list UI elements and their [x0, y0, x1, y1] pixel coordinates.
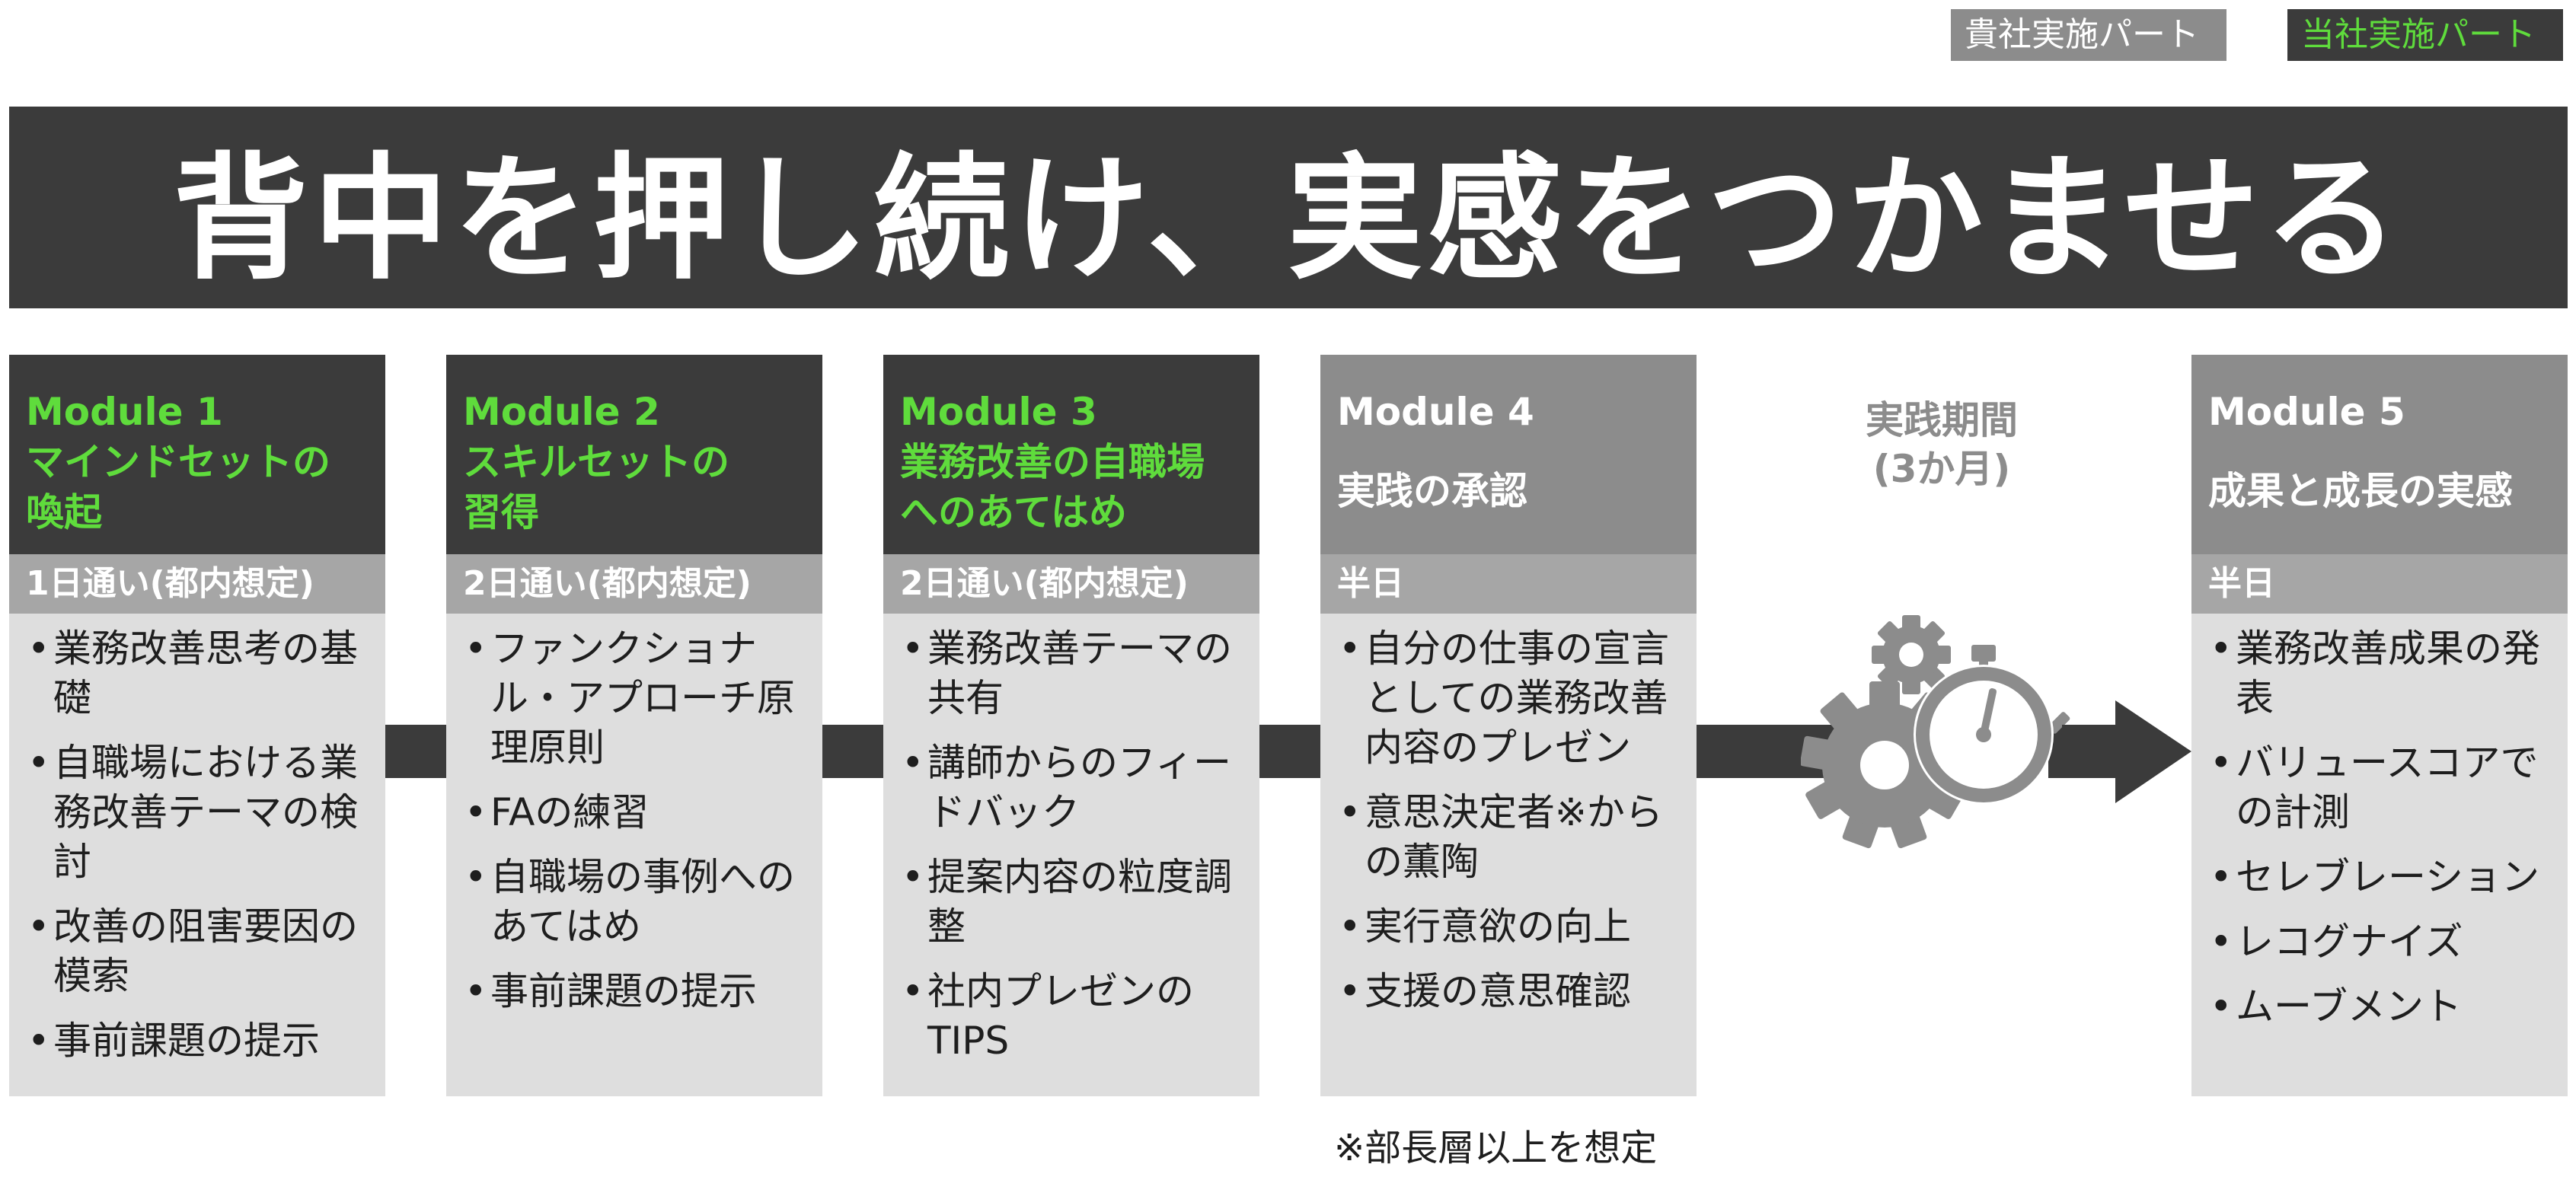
module-1: Module 1 マインドセットの 喚起 1日通い(都内想定) 業務改善思考の基…: [9, 355, 385, 1096]
module-content: 業務改善成果の発表 バリュースコアでの計測 セレブレーション レコグナイズ ムー…: [2191, 614, 2568, 1096]
module-title-line: へのあてはめ: [900, 490, 1127, 534]
module-label: Module 2: [463, 390, 660, 434]
list-item: 事前課題の提示: [464, 967, 807, 1016]
module-title-line: 喚起: [26, 490, 102, 534]
module-duration: 2日通い(都内想定): [883, 554, 1259, 614]
module-title-line: 成果と成長の実感: [2208, 469, 2513, 513]
list-item: 支援の意思確認: [1339, 967, 1681, 1016]
list-item: セレブレーション: [2210, 853, 2552, 902]
module-header: Module 5 成果と成長の実感: [2191, 355, 2568, 554]
module-label: Module 5: [2208, 390, 2405, 434]
module-title-line: 業務改善の自職場: [900, 440, 1205, 484]
module-content: 自分の仕事の宣言としての業務改善内容のプレゼン 意思決定者※からの薫陶 実行意欲…: [1320, 614, 1697, 1096]
title-banner: 背中を押し続け、実感をつかませる: [9, 107, 2568, 308]
list-item: 業務改善成果の発表: [2210, 624, 2552, 723]
list-item: 自職場における業務改善テーマの検討: [27, 738, 370, 887]
module-label: Module 1: [26, 390, 223, 434]
module-duration: 半日: [1320, 554, 1697, 614]
module-content: ファンクショナル・アプローチ原理原則 FAの練習 自職場の事例へのあてはめ 事前…: [446, 614, 822, 1096]
module-2: Module 2 スキルセットの 習得 2日通い(都内想定) ファンクショナル・…: [446, 355, 822, 1096]
practice-period-label: 実践期間 (3か月): [1805, 396, 2079, 493]
module-header: Module 1 マインドセットの 喚起: [9, 355, 385, 554]
gears-stopwatch-icon: [1801, 615, 2070, 849]
legend-our-part: 当社実施パート: [2287, 9, 2563, 61]
module-duration: 1日通い(都内想定): [9, 554, 385, 614]
list-item: 業務改善思考の基礎: [27, 624, 370, 723]
list-item: バリュースコアでの計測: [2210, 738, 2552, 837]
list-item: ムーブメント: [2210, 982, 2552, 1032]
footnote: ※部長層以上を想定: [1334, 1127, 1658, 1169]
module-header: Module 4 実践の承認: [1320, 355, 1697, 554]
list-item: FAの練習: [464, 788, 807, 837]
module-title-line: マインドセットの: [26, 440, 330, 484]
module-duration: 半日: [2191, 554, 2568, 614]
list-item: 自職場の事例へのあてはめ: [464, 853, 807, 952]
list-item: 自分の仕事の宣言としての業務改善内容のプレゼン: [1339, 624, 1681, 773]
list-item: 実行意欲の向上: [1339, 902, 1681, 952]
module-3: Module 3 業務改善の自職場 へのあてはめ 2日通い(都内想定) 業務改善…: [883, 355, 1259, 1096]
module-content: 業務改善思考の基礎 自職場における業務改善テーマの検討 改善の阻害要因の模索 事…: [9, 614, 385, 1096]
list-item: レコグナイズ: [2210, 917, 2552, 967]
module-title-line: スキルセットの: [463, 440, 729, 484]
list-item: 講師からのフィードバック: [902, 738, 1244, 837]
module-4: Module 4 実践の承認 半日 自分の仕事の宣言としての業務改善内容のプレゼ…: [1320, 355, 1697, 1096]
list-item: 業務改善テーマの共有: [902, 624, 1244, 723]
module-content: 業務改善テーマの共有 講師からのフィードバック 提案内容の粒度調整 社内プレゼン…: [883, 614, 1259, 1096]
list-item: 提案内容の粒度調整: [902, 853, 1244, 952]
module-label: Module 3: [900, 390, 1097, 434]
legend-client-part: 貴社実施パート: [1951, 9, 2226, 61]
module-header: Module 3 業務改善の自職場 へのあてはめ: [883, 355, 1259, 554]
module-label: Module 4: [1337, 390, 1534, 434]
practice-period-duration: (3か月): [1872, 447, 2011, 491]
practice-period-title: 実践期間: [1866, 398, 2018, 442]
module-duration: 2日通い(都内想定): [446, 554, 822, 614]
module-title-line: 習得: [463, 490, 539, 534]
list-item: 事前課題の提示: [27, 1016, 370, 1066]
module-title-line: 実践の承認: [1337, 469, 1527, 513]
page-title: 背中を押し続け、実感をつかませる: [173, 140, 2404, 298]
connector-1-2: [385, 725, 446, 778]
module-header: Module 2 スキルセットの 習得: [446, 355, 822, 554]
list-item: 社内プレゼンのTIPS: [902, 967, 1244, 1066]
connector-2-3: [822, 725, 883, 778]
connector-3-4: [1259, 725, 1320, 778]
list-item: ファンクショナル・アプローチ原理原則: [464, 624, 807, 773]
list-item: 改善の阻害要因の模索: [27, 902, 370, 1001]
arrow-right-icon: [2062, 700, 2191, 803]
list-item: 意思決定者※からの薫陶: [1339, 788, 1681, 887]
module-5: Module 5 成果と成長の実感 半日 業務改善成果の発表 バリュースコアでの…: [2191, 355, 2568, 1096]
